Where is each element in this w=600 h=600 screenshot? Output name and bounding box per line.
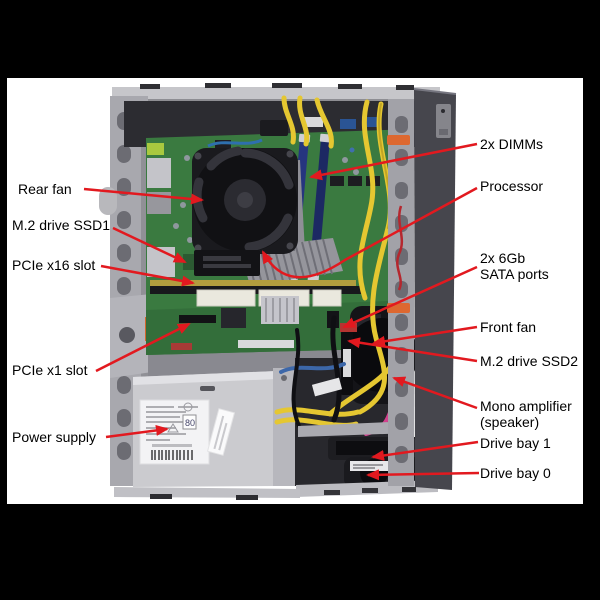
lower-board-area <box>171 296 299 350</box>
leader-mono-amplifier <box>392 376 478 410</box>
cpu-fan <box>192 146 298 254</box>
leader-pcie-x1-slot <box>95 322 191 373</box>
label-rear-fan: Rear fan <box>18 181 72 197</box>
leader-sata-ports <box>342 265 478 329</box>
leader-m2-drive-ssd1 <box>112 226 187 264</box>
rear-io-ports <box>147 143 175 277</box>
label-mono-amplifier: Mono amplifier(speaker) <box>480 398 572 430</box>
label-power-supply: Power supply <box>12 429 97 445</box>
leader-drive-bay-0 <box>366 469 480 481</box>
leader-processor <box>261 186 478 279</box>
label-pcie-x16-slot: PCIe x16 slot <box>12 257 96 273</box>
leader-dimms <box>309 142 478 181</box>
label-drive-bay-0: Drive bay 0 <box>480 465 551 481</box>
leader-rear-fan <box>83 187 204 205</box>
leader-m2-drive-ssd2 <box>347 337 478 363</box>
power-supply-photo: 80 <box>133 371 277 487</box>
leader-power-supply <box>105 424 169 439</box>
label-front-fan: Front fan <box>480 319 537 335</box>
cable-label <box>311 377 343 397</box>
label-m2-drive-ssd2: M.2 drive SSD2 <box>480 353 579 369</box>
leader-front-fan <box>372 325 478 347</box>
label-m2-drive-ssd1: M.2 drive SSD1 <box>12 217 111 233</box>
chassis-left-rail <box>99 96 152 486</box>
label-processor: Processor <box>480 178 544 194</box>
chassis-divider <box>273 368 295 486</box>
label-dimms: 2x DIMMs <box>480 136 543 152</box>
leader-pcie-x16-slot <box>100 264 195 287</box>
leader-drive-bay-1 <box>371 440 479 461</box>
psu-80plus-badge-text: 80 <box>185 418 195 428</box>
label-drive-bay-1: Drive bay 1 <box>480 435 551 451</box>
label-pcie-x1-slot: PCIe x1 slot <box>12 362 88 378</box>
chassis-right-rail <box>387 99 414 486</box>
